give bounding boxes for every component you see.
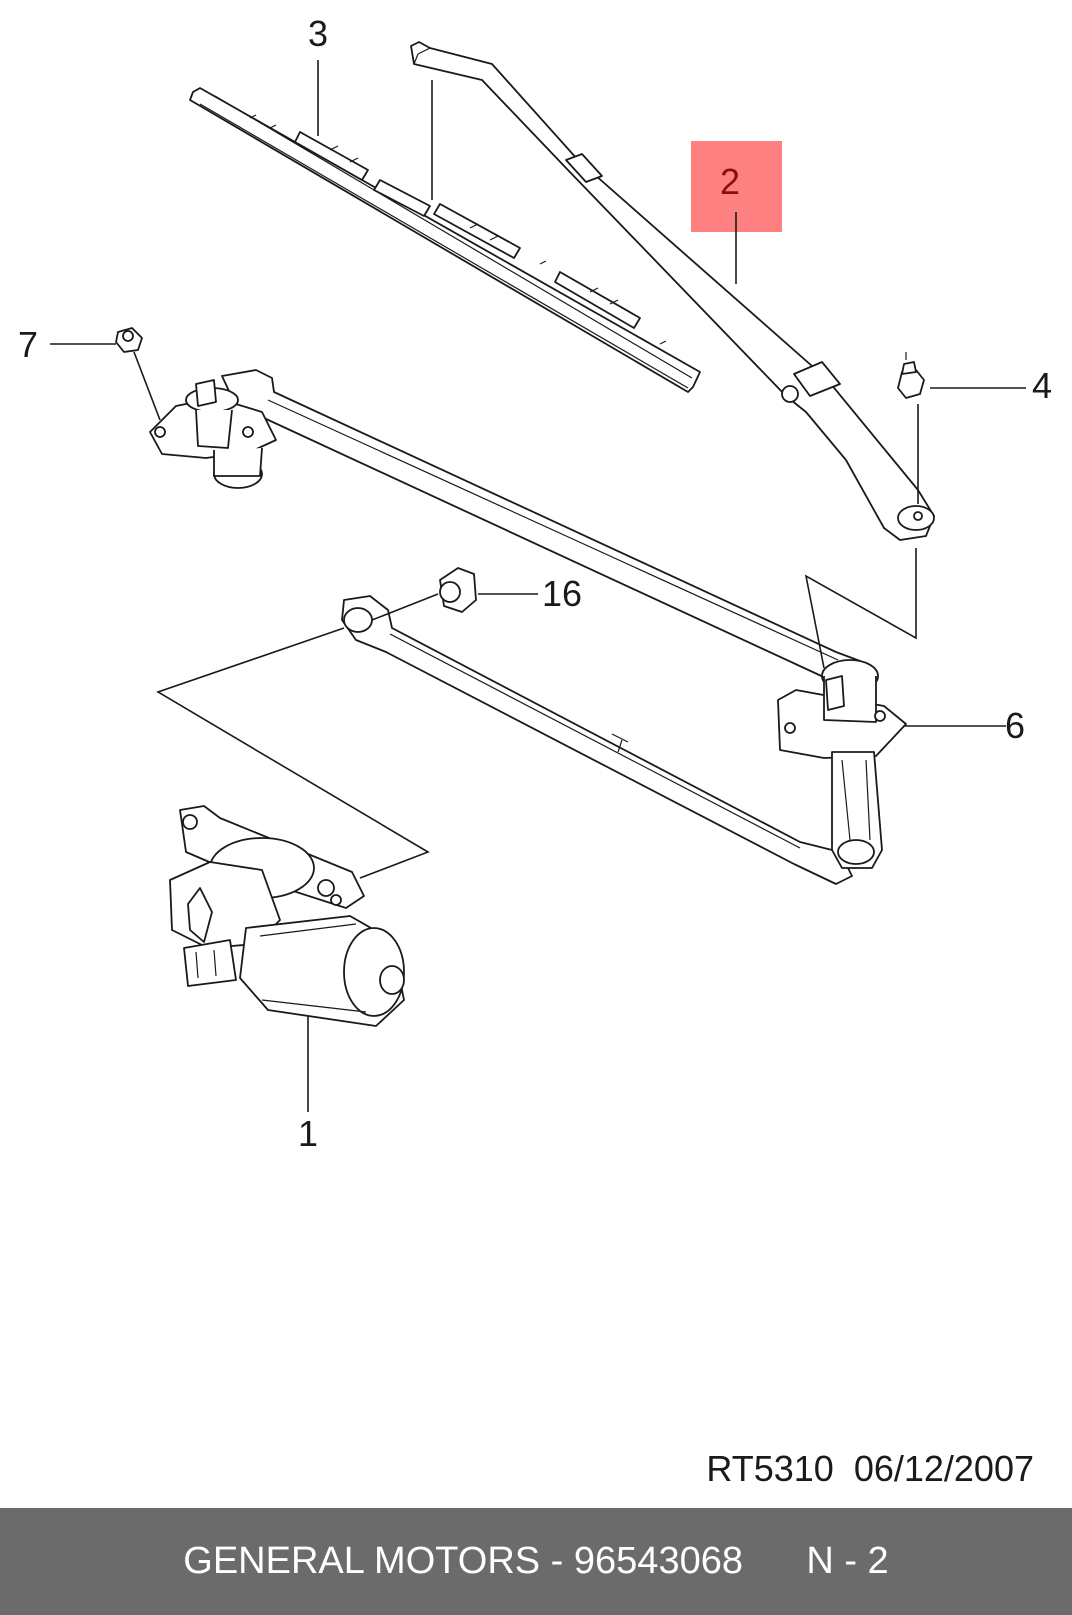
callout-1: 1: [298, 1113, 318, 1154]
callout-2: 2: [720, 161, 740, 202]
nut-part-7[interactable]: [115, 327, 143, 353]
wiper-blade-part-3[interactable]: [189, 87, 701, 393]
callout-3: 3: [308, 13, 328, 54]
reference-code: RT5310: [706, 1448, 834, 1489]
wiper-assembly-diagram: 3 2 7 4 16 6 1: [18, 13, 1052, 1154]
linkage-pivot-part-6[interactable]: [149, 369, 907, 885]
footer-bar: GENERAL MOTORS - 96543068 N - 2: [0, 1508, 1072, 1615]
reference-date: 06/12/2007: [853, 1448, 1034, 1489]
bushing-part-16[interactable]: [439, 567, 477, 613]
callout-7: 7: [18, 324, 38, 365]
wiper-arm-part-2[interactable]: [410, 41, 935, 541]
footer-part-number: 96543068: [573, 1540, 743, 1582]
callout-16: 16: [542, 573, 582, 614]
wiper-motor-part-1[interactable]: [169, 805, 405, 1027]
nut-part-4[interactable]: [897, 352, 925, 399]
reference-code-and-date: RT5310 06/12/2007: [706, 1448, 1034, 1490]
leader-lines: [50, 60, 1026, 1112]
footer-page: N - 2: [806, 1540, 889, 1582]
footer-manufacturer: GENERAL MOTORS: [183, 1540, 541, 1582]
footer-separator: -: [540, 1540, 574, 1582]
callout-4: 4: [1032, 365, 1052, 406]
callout-6: 6: [1005, 705, 1025, 746]
